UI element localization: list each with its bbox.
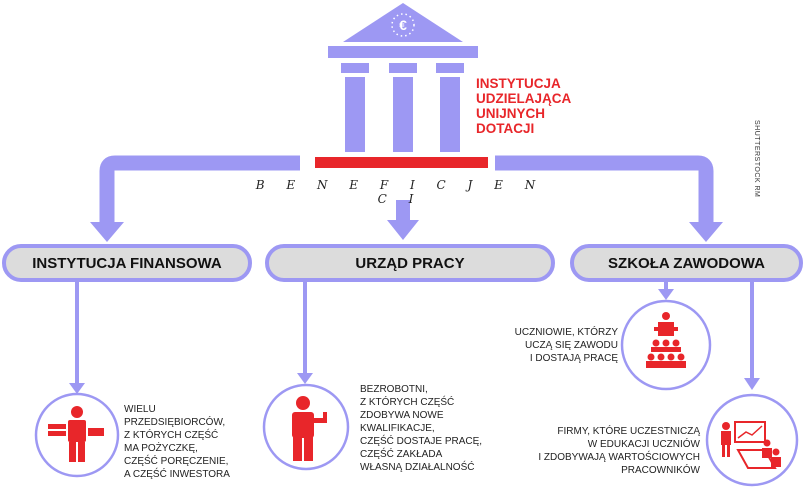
businessman-thumbs-up-icon xyxy=(292,396,327,461)
icon-circles xyxy=(34,299,799,487)
connector-lines xyxy=(99,155,714,225)
box-financial-institution: INSTYTUCJA FINANSOWA xyxy=(2,244,252,282)
beneficiaries-label: B E N E F I C J E N C I xyxy=(255,178,545,206)
arrows xyxy=(90,200,723,242)
students-description: UCZNIOWIE, KTÓRZY UCZĄ SIĘ ZAWODU I DOST… xyxy=(514,327,618,364)
svg-text:€: € xyxy=(399,17,407,33)
image-credit: SHUTTERSTOCK RM xyxy=(753,120,760,198)
businessman-with-money-icon xyxy=(48,406,104,462)
labour-office-description: BEZROBOTNI, Z KTÓRYCH CZĘŚĆ ZDOBYWA NOWE… xyxy=(360,384,483,473)
companies-description: FIRMY, KTÓRE UCZESTNICZĄ W EDUKACJI UCZN… xyxy=(538,426,700,476)
institution-label: INSTYTUCJA UDZIELAJĄCA UNIJNYCH DOTACJI xyxy=(476,76,572,136)
business-presentation-icon xyxy=(721,421,781,469)
financial-institution-description: WIELU PRZEDSIĘBIORCÓW, Z KTÓRYCH CZĘŚĆ M… xyxy=(124,404,230,480)
institution-building-icon xyxy=(328,3,478,152)
box-labour-office: URZĄD PRACY xyxy=(265,244,555,282)
down-lines xyxy=(75,282,754,385)
red-bar xyxy=(315,157,488,168)
euro-icon: € xyxy=(391,13,415,37)
box-vocational-school: SZKOŁA ZAWODOWA xyxy=(570,244,803,282)
lecture-audience-icon xyxy=(646,312,686,368)
